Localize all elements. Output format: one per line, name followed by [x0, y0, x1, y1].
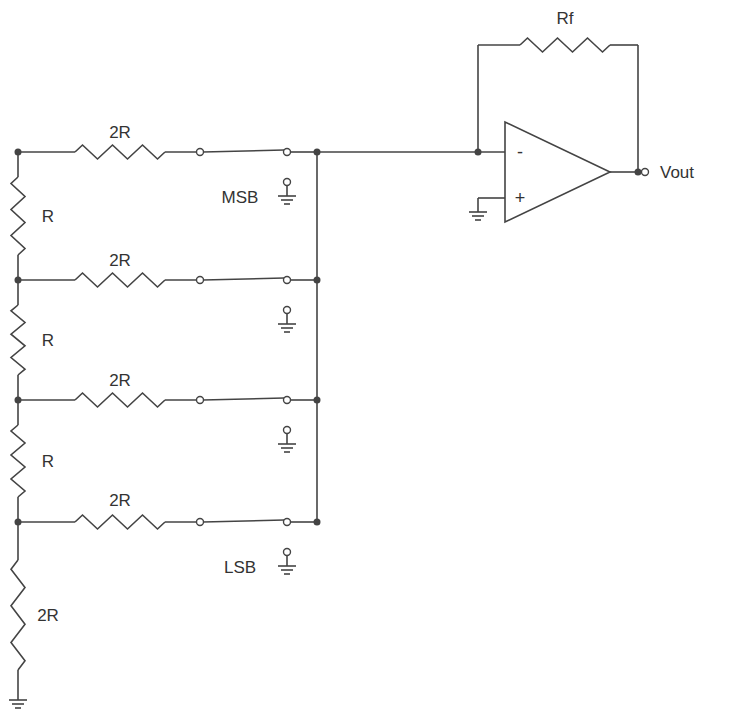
switch-contact: [197, 397, 204, 404]
wire: [17, 670, 19, 700]
resistor-symbol: [520, 38, 610, 52]
wire: [18, 399, 75, 401]
wire: [478, 197, 505, 199]
wire: [472, 215, 484, 217]
wire: [17, 522, 19, 560]
wire: [18, 521, 75, 523]
pin-sign: +: [513, 188, 528, 208]
resistor-symbol: [11, 177, 25, 255]
wire: [290, 151, 317, 153]
wire: [17, 280, 19, 305]
wire: [316, 152, 318, 522]
wire: [284, 451, 290, 453]
wire: [17, 152, 19, 177]
wire: [281, 569, 293, 571]
switch-contact: [284, 397, 291, 404]
resistor-label: 2R: [107, 123, 133, 142]
wire: [478, 44, 520, 46]
wire: [165, 521, 200, 523]
wire: [290, 279, 317, 281]
wire: [278, 195, 296, 197]
wire: [165, 399, 200, 401]
pin-sign: -: [515, 142, 525, 162]
switch-contact: [284, 277, 291, 284]
wire: [18, 151, 75, 153]
wire: [203, 398, 284, 400]
switch-contact: [197, 519, 204, 526]
wire: [610, 44, 638, 46]
wire: [17, 375, 19, 400]
wire: [286, 434, 288, 444]
signal-name: Vout: [658, 163, 696, 182]
wire: [17, 400, 19, 425]
switch-contact: [197, 277, 204, 284]
resistor-symbol: [11, 425, 25, 497]
wire: [286, 186, 288, 196]
wire: [290, 521, 317, 523]
resistor-label: R: [40, 331, 56, 350]
resistor-symbol: [75, 145, 165, 159]
wire: [203, 150, 284, 152]
wire: [469, 211, 487, 213]
switch-contact: [284, 549, 291, 556]
wire: [286, 556, 288, 566]
wire: [17, 497, 19, 522]
wire: [475, 219, 481, 221]
wire: [286, 314, 288, 324]
wire: [281, 447, 293, 449]
wire: [278, 565, 296, 567]
resistor-symbol: [75, 515, 165, 529]
switch-contact: [284, 427, 291, 434]
bit-label: LSB: [222, 558, 258, 577]
resistor-symbol: [11, 560, 25, 670]
wire: [18, 279, 75, 281]
wire: [281, 199, 293, 201]
resistor-label: 2R: [35, 606, 61, 625]
switch-contact: [284, 179, 291, 186]
resistor-label: 2R: [107, 251, 133, 270]
wire: [290, 399, 317, 401]
resistor-label: R: [40, 207, 56, 226]
wire: [637, 45, 639, 172]
switch-contact: [284, 519, 291, 526]
resistor-label: 2R: [107, 371, 133, 390]
wire: [15, 707, 21, 709]
wire: [203, 520, 284, 522]
switch-contact: [642, 169, 649, 176]
wire: [281, 327, 293, 329]
opamp-symbol: [505, 122, 610, 222]
resistor-symbol: [11, 305, 25, 375]
bit-label: MSB: [220, 188, 261, 207]
resistor-symbol: [75, 273, 165, 287]
wire: [17, 255, 19, 280]
resistor-label: Rf: [555, 9, 576, 28]
wire: [9, 699, 27, 701]
wire: [477, 45, 479, 152]
wire: [477, 198, 479, 212]
wire: [165, 279, 200, 281]
switch-contact: [284, 149, 291, 156]
wire: [203, 278, 284, 280]
resistor-symbol: [75, 393, 165, 407]
wire: [284, 331, 290, 333]
resistor-label: 2R: [107, 491, 133, 510]
resistor-label: R: [40, 452, 56, 471]
wire: [278, 323, 296, 325]
wire: [284, 203, 290, 205]
wire: [165, 151, 200, 153]
switch-contact: [284, 307, 291, 314]
switch-contact: [197, 149, 204, 156]
wire: [278, 443, 296, 445]
wire: [12, 703, 24, 705]
wire: [284, 573, 290, 575]
